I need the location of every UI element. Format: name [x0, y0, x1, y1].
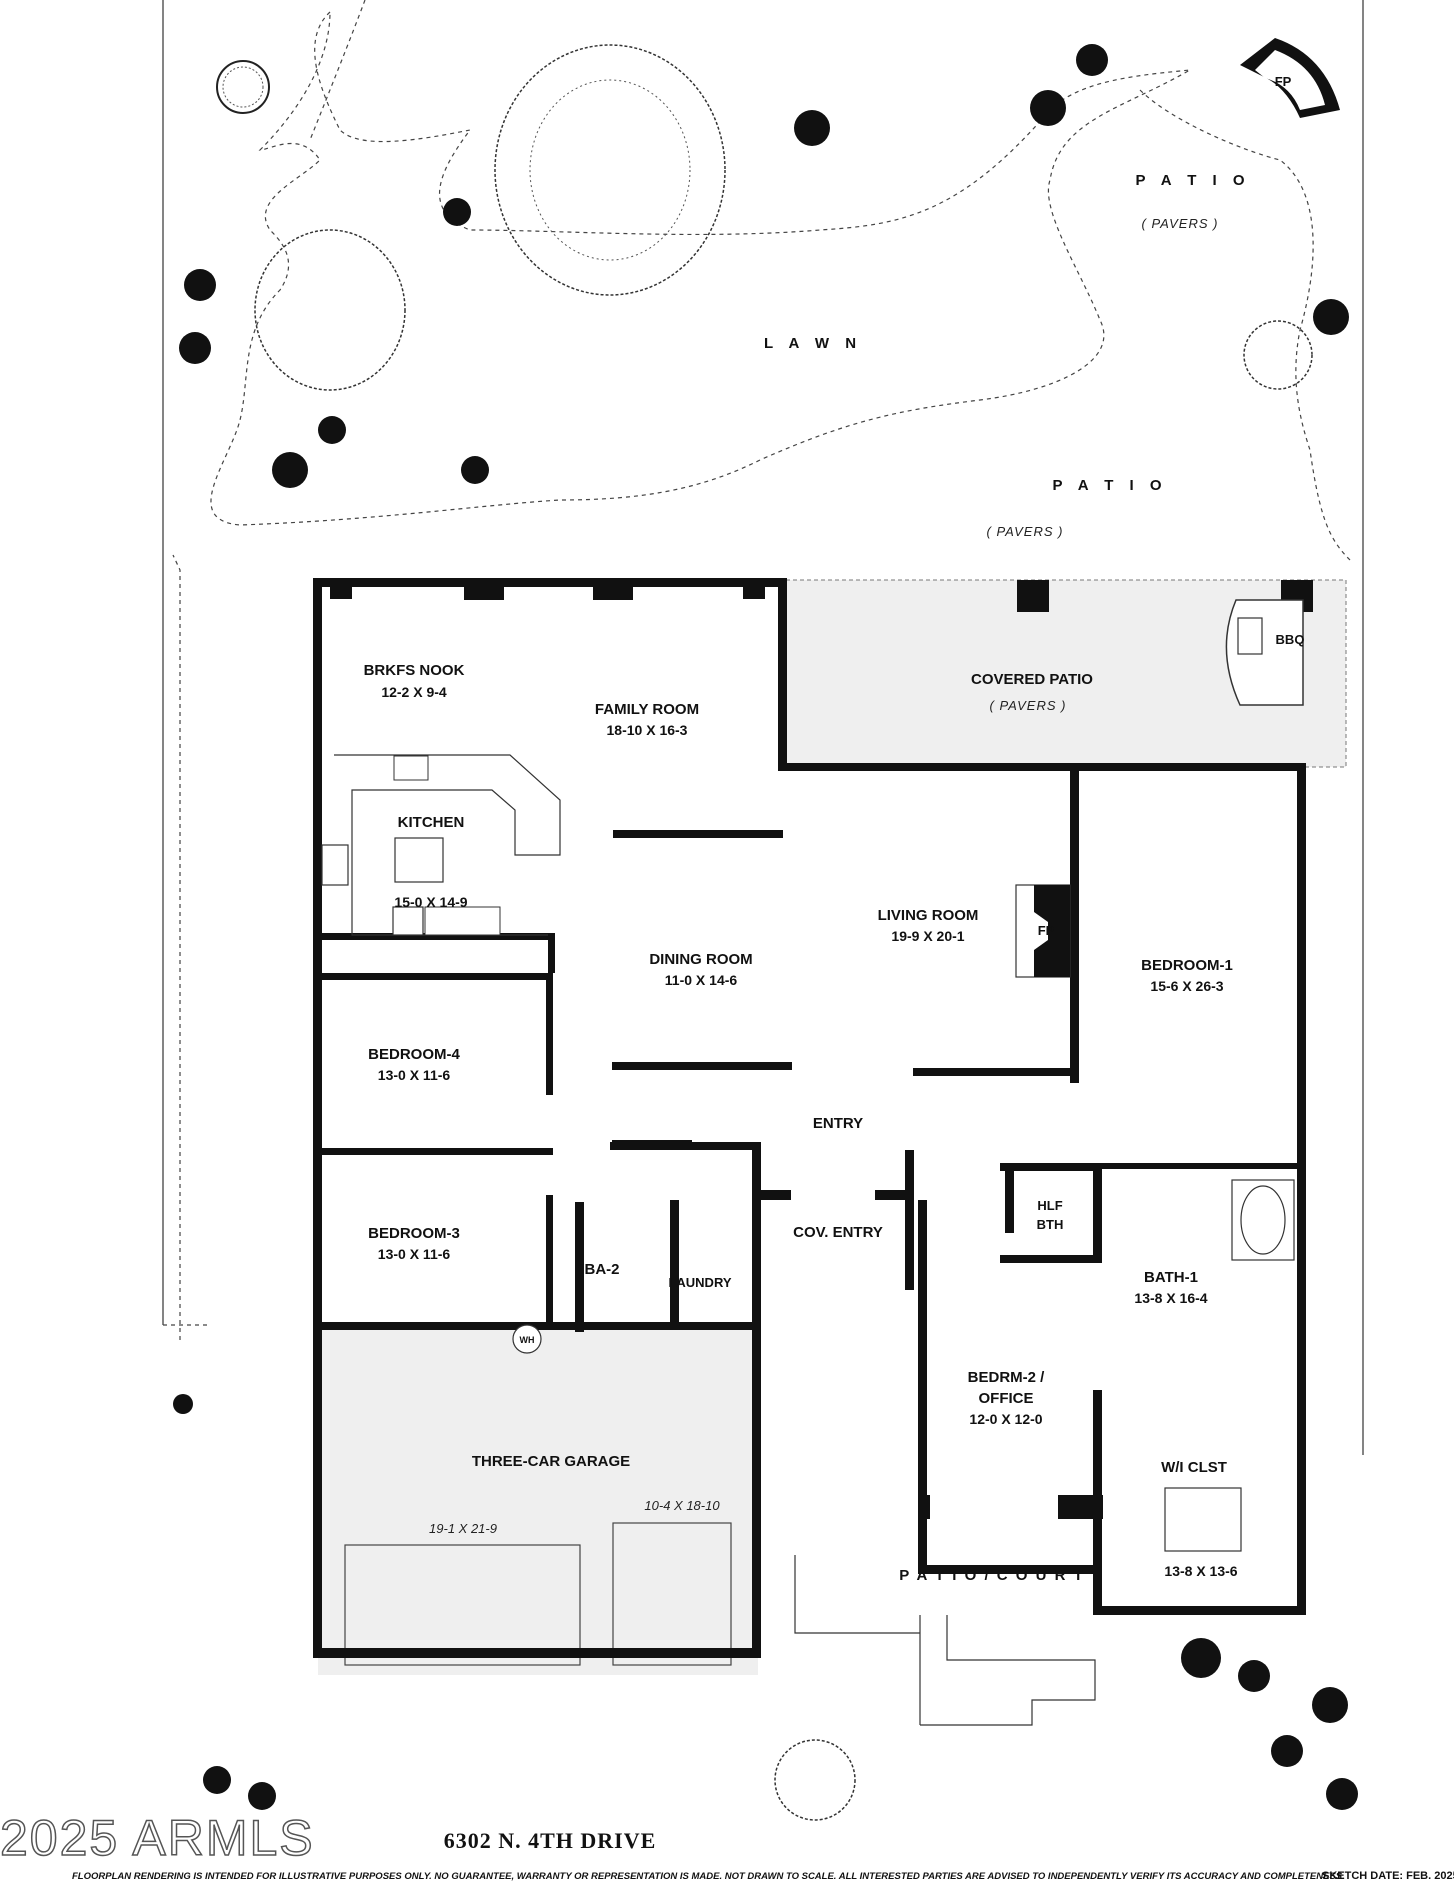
wi-clst-dims: 13-8 X 13-6	[1164, 1563, 1237, 1579]
garage-dims-left: 19-1 X 21-9	[429, 1521, 497, 1536]
dining-room-dims: 11-0 X 14-6	[665, 972, 738, 988]
living-fp-label: FP	[1038, 923, 1055, 938]
landscape-trees	[173, 44, 1358, 1821]
kitchen-dims: 15-0 X 14-9	[394, 894, 467, 910]
address-label: 6302 N. 4TH DRIVE	[444, 1828, 657, 1853]
bedroom-1-name: BEDROOM-1	[1141, 957, 1233, 974]
bath-1-name: BATH-1	[1144, 1269, 1198, 1286]
laundry-label: LAUNDRY	[668, 1275, 731, 1290]
bath-1-dims: 13-8 X 16-4	[1134, 1290, 1207, 1306]
bedroom-4-name: BEDROOM-4	[368, 1046, 460, 1063]
bedrm-2-line2: OFFICE	[979, 1390, 1034, 1407]
covered-patio: BBQ COVERED PATIO ( PAVERS )	[785, 579, 1347, 768]
family-room-name: FAMILY ROOM	[595, 701, 699, 718]
disclaimer: FLOORPLAN RENDERING IS INTENDED FOR ILLU…	[72, 1871, 1345, 1882]
property-boundary	[162, 0, 1364, 1455]
brkfs-nook-dims: 12-2 X 9-4	[381, 684, 447, 700]
outdoor-fireplace: FP	[1240, 38, 1340, 118]
hlf-bth-label-2: BTH	[1037, 1217, 1064, 1232]
patio-top-label: P A T I O	[1135, 172, 1250, 189]
bedroom-4-dims: 13-0 X 11-6	[378, 1067, 451, 1083]
kitchen-name: KITCHEN	[398, 814, 465, 831]
court-walls	[794, 1555, 1096, 1726]
living-fireplace: FP	[1015, 884, 1071, 978]
living-room-dims: 19-9 X 20-1	[891, 928, 964, 944]
closet-island	[1164, 1487, 1242, 1552]
bathtub	[1231, 1179, 1295, 1261]
hlf-bth-label-1: HLF	[1037, 1198, 1062, 1213]
garage-bay-right	[612, 1522, 732, 1666]
bedroom-3-dims: 13-0 X 11-6	[378, 1246, 451, 1262]
covered-patio-note: ( PAVERS )	[990, 698, 1067, 713]
watermark: 2025 ARMLS	[0, 1810, 315, 1866]
garage-floor	[318, 1325, 758, 1675]
fountain-feature	[216, 60, 270, 114]
entry-label: ENTRY	[813, 1115, 863, 1132]
wh-tank: WH	[512, 1324, 542, 1354]
garage-dims-right: 10-4 X 18-10	[644, 1498, 720, 1513]
patio-mid-note: ( PAVERS )	[987, 524, 1064, 539]
cov-entry-label: COV. ENTRY	[793, 1224, 883, 1241]
patio-court-label: P A T I O / C O U R T	[899, 1567, 1085, 1584]
outdoor-fp-label: FP	[1275, 74, 1292, 89]
wi-clst-name: W/I CLST	[1161, 1459, 1227, 1476]
patio-mid-label: P A T I O	[1052, 477, 1167, 494]
family-room-dims: 18-10 X 16-3	[607, 722, 688, 738]
window-piers	[330, 580, 765, 600]
dining-room-name: DINING ROOM	[649, 951, 752, 968]
covered-patio-label: COVERED PATIO	[971, 671, 1093, 688]
bedroom-3-name: BEDROOM-3	[368, 1225, 460, 1242]
wh-label: WH	[520, 1335, 535, 1345]
bedrm-2-line1: BEDRM-2 /	[968, 1369, 1046, 1386]
bedroom-1-dims: 15-6 X 26-3	[1150, 978, 1223, 994]
brkfs-nook-name: BRKFS NOOK	[364, 662, 465, 679]
kitchen-counters	[321, 754, 561, 936]
sketch-date: SKETCH DATE: FEB. 2025	[1322, 1870, 1454, 1882]
lawn-label: L A W N	[764, 335, 862, 352]
house-walls	[313, 578, 1306, 1658]
garage-bay-left	[344, 1544, 581, 1666]
garage-name: THREE-CAR GARAGE	[472, 1453, 630, 1470]
lawn-boundary	[210, 0, 1351, 561]
bbq-label: BBQ	[1276, 632, 1305, 647]
ba-2-label: BA-2	[584, 1261, 619, 1278]
living-room-name: LIVING ROOM	[878, 907, 979, 924]
bedrm-2-dims: 12-0 X 12-0	[969, 1411, 1042, 1427]
patio-top-note: ( PAVERS )	[1142, 216, 1219, 231]
